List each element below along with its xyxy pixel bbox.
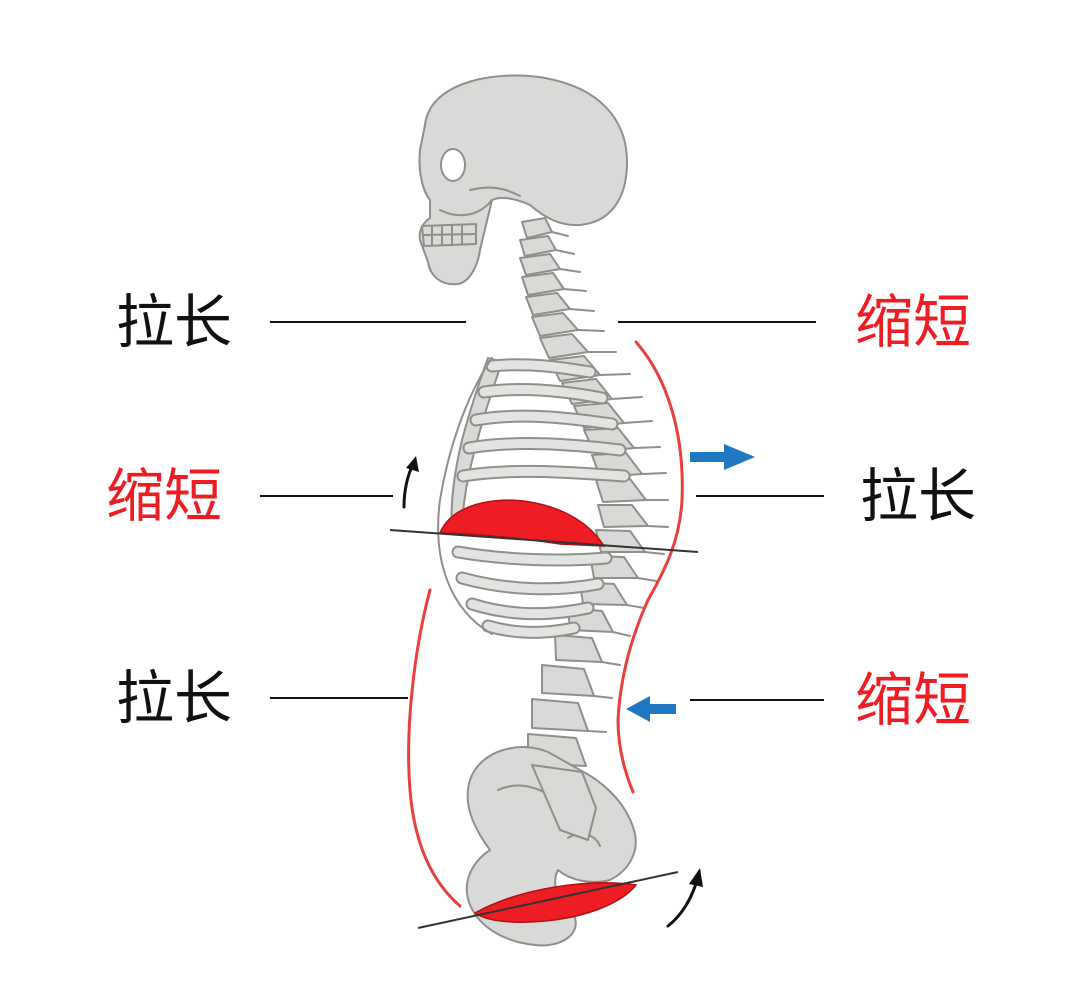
- pelvis: [465, 746, 637, 947]
- label-left-middle: 缩短: [106, 462, 222, 530]
- cheekbone-line: [469, 186, 521, 197]
- vertebra: [521, 272, 565, 296]
- back-muscle-line: [616, 340, 684, 794]
- teeth-lines: [423, 224, 477, 246]
- vertebra: [525, 292, 571, 316]
- rib-inner: [453, 547, 611, 565]
- rib-inner: [483, 621, 579, 637]
- sacrum: [531, 764, 597, 841]
- vertebra: [531, 698, 589, 732]
- vertebra: [519, 235, 557, 257]
- skull-jaw-line: [439, 199, 493, 217]
- blue-arrow-left: [626, 696, 676, 722]
- rib-inner: [467, 599, 593, 619]
- label-right-bottom: 缩短: [855, 666, 971, 734]
- rib-inner: [464, 439, 625, 455]
- vertebra: [519, 253, 561, 276]
- label-right-middle: 拉长: [860, 462, 976, 530]
- rotation-arrow-pelvis: [666, 868, 703, 928]
- rib-inner: [471, 411, 617, 429]
- diaphragm-muscle: [438, 499, 606, 547]
- vertebra: [541, 664, 595, 697]
- label-right-top: 缩短: [855, 288, 971, 356]
- rotation-arrow-up: [402, 456, 419, 509]
- rib-inner: [487, 360, 595, 377]
- label-left-bottom: 拉长: [116, 664, 232, 732]
- label-left-top: 拉长: [116, 288, 232, 356]
- vertebra: [597, 504, 649, 528]
- rib-inner: [458, 466, 629, 481]
- vertebra: [531, 312, 579, 337]
- ribcage: [437, 357, 631, 639]
- vertebra: [595, 529, 646, 553]
- eye-socket: [440, 148, 466, 182]
- skull: [418, 74, 629, 286]
- vertebra: [521, 217, 553, 239]
- rib-inner: [479, 385, 607, 403]
- rib-tilt-line: [389, 529, 699, 553]
- pelvic-tilt-line: [417, 871, 679, 929]
- pelvic-floor-muscle: [473, 882, 638, 923]
- abdominal-muscle-line: [407, 588, 462, 908]
- spinous-processes: [551, 231, 669, 733]
- vertebra: [595, 478, 647, 503]
- rib-inner: [457, 573, 603, 594]
- ribcage-outline: [437, 357, 493, 635]
- vertebra: [539, 333, 589, 359]
- blue-arrow-right: [690, 444, 755, 470]
- spine: [519, 217, 669, 767]
- vertebra: [554, 634, 603, 663]
